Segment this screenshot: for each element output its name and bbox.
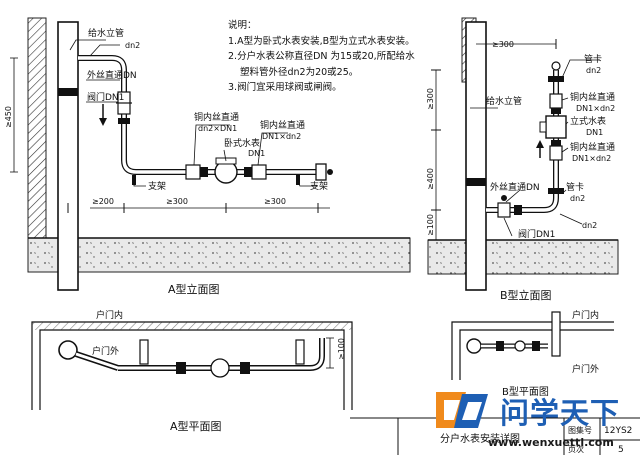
- b-elev-dim-400: ≥400: [426, 168, 435, 190]
- b-elev-copper-union-1: [549, 93, 563, 109]
- b-elev-meter-spec: DN1: [586, 128, 603, 137]
- title-block-page-label: 页次: [568, 444, 584, 454]
- title-block-page-no: 5: [618, 445, 624, 455]
- title-block-name: 分户水表安装详图: [440, 432, 520, 445]
- b-elev-dim-100: ≥100: [426, 214, 435, 236]
- b-elev-riser-label: 给水立管: [486, 95, 522, 107]
- b-elev-copper-union-2-spec: DN1×dn2: [572, 154, 611, 163]
- a-plan-support-1: [139, 339, 149, 365]
- a-plan-support-2: [295, 339, 305, 365]
- a-plan-dim-100: ≥100: [337, 338, 346, 360]
- a-elev-pipe-end: [315, 163, 327, 181]
- notes-line-2: 2.分户水表公称直径DN 为15或20,所配给水: [228, 51, 415, 62]
- notes-heading: 说明：: [228, 20, 257, 31]
- b-elev-pipe-clip-1-spec: dn2: [586, 66, 601, 75]
- notes-line-3: 3.阀门宜采用球阀或闸阀。: [228, 82, 342, 93]
- a-elev-support-2-label: 支架: [310, 180, 328, 192]
- a-elev-copper-union-2-spec: DN1×dn2: [262, 132, 301, 141]
- a-elev-riser-pipe: [57, 21, 79, 291]
- b-elev-riser-pipe: [465, 21, 487, 291]
- b-elev-dim-300-side: ≥300: [426, 88, 435, 110]
- b-elev-copper-union-2: [549, 145, 563, 161]
- b-elev-pipe-clip-2-spec: dn2: [570, 194, 585, 203]
- a-elevation-drawing: [10, 17, 411, 291]
- title-block: [350, 417, 640, 455]
- b-elev-pipe-clip-2-label: 管卡: [566, 181, 584, 193]
- b-elev-meter: [545, 115, 567, 139]
- a-plan-riser: [58, 340, 78, 360]
- watermark: 问学天下 www.wenxuetti.com: [428, 380, 640, 455]
- a-plan-indoor-label: 户门内: [96, 309, 123, 321]
- a-elev-male-coupling-label: 外丝直通DN: [87, 69, 137, 81]
- watermark-url: www.wenxuetti.com: [488, 436, 614, 449]
- b-elev-title: B型立面图: [500, 288, 552, 302]
- a-elev-dim-300-1: ≥300: [166, 197, 188, 206]
- a-plan-outdoor-label: 户门外: [92, 345, 119, 357]
- b-plan-title: B型平面图: [502, 385, 549, 398]
- a-elev-dim-200: ≥200: [92, 197, 114, 206]
- a-elev-copper-union-1-label: 铜内丝直通: [194, 111, 239, 123]
- title-block-atlas-label: 图集号: [568, 425, 592, 435]
- b-plan-indoor-label: 户门内: [572, 309, 599, 321]
- b-elev-dn2-label: dn2: [582, 221, 597, 230]
- a-elev-copper-union-2: [251, 164, 267, 180]
- a-plan-drawing: [31, 321, 353, 410]
- b-elev-floor-slab: [427, 239, 619, 275]
- title-block-atlas-no: 12YS2: [604, 426, 632, 436]
- a-elev-wall: [27, 17, 47, 239]
- a-elev-support-1-label: 支架: [148, 180, 166, 192]
- a-elev-copper-union-1: [185, 164, 201, 180]
- a-elev-tee: [58, 88, 78, 96]
- a-elev-riser-label: 给水立管: [88, 27, 124, 39]
- b-elev-pipe-clip-1-label: 管卡: [584, 53, 602, 65]
- a-elev-valve-label: 阀门DN1: [87, 91, 124, 103]
- a-elev-support-1: [132, 175, 136, 185]
- a-plan-title: A型平面图: [170, 419, 222, 433]
- b-elev-pipe-clip-2: [548, 188, 564, 194]
- b-elev-male-coupling-label: 外丝直通DN: [490, 181, 540, 193]
- a-elev-copper-union-1-spec: dn2×DN1: [198, 124, 237, 133]
- b-elev-meter-label: 立式水表: [570, 115, 606, 127]
- a-elev-dim-300-2: ≥300: [264, 197, 286, 206]
- b-elev-pipe-clip-1: [548, 76, 564, 82]
- b-plan-meter: [514, 340, 526, 352]
- a-elev-dn2-label: dn2: [125, 41, 140, 50]
- b-elev-valve-label: 阀门DN1: [518, 228, 555, 240]
- b-elev-dim-300-top: ≥300: [492, 40, 514, 49]
- b-plan-outdoor-label: 户门外: [572, 363, 599, 375]
- watermark-logo-icon: [436, 392, 488, 428]
- a-elev-meter-spec: DN1: [248, 149, 265, 158]
- a-elev-copper-union-2-label: 铜内丝直通: [260, 119, 305, 131]
- watermark-brand: 问学天下: [500, 396, 621, 430]
- notes-block: 说明： 1.A型为卧式水表安装,B型为立式水表安装。 2.分户水表公称直径DN …: [228, 18, 428, 96]
- a-elev-meter-label: 卧式水表: [224, 137, 260, 149]
- notes-line-1: 1.A型为卧式水表安装,B型为立式水表安装。: [228, 35, 415, 47]
- a-elev-support-2: [296, 175, 300, 185]
- b-elevation-drawing: [427, 17, 619, 291]
- b-elev-copper-union-2-label: 铜内丝直通: [570, 141, 615, 153]
- a-elev-dim-450: ≥450: [4, 106, 13, 128]
- a-elev-floor-slab: [27, 237, 411, 273]
- b-elev-copper-union-1-label: 铜内丝直通: [570, 91, 615, 103]
- b-elev-valve: [497, 202, 511, 218]
- notes-line-2-cont: 塑料管外径dn2为20或25。: [240, 66, 359, 78]
- a-elev-title: A型立面图: [168, 282, 220, 296]
- b-elev-copper-union-1-spec: DN1×dn2: [576, 104, 615, 113]
- a-plan-meter: [210, 358, 230, 378]
- b-plan-drawing: [451, 311, 614, 380]
